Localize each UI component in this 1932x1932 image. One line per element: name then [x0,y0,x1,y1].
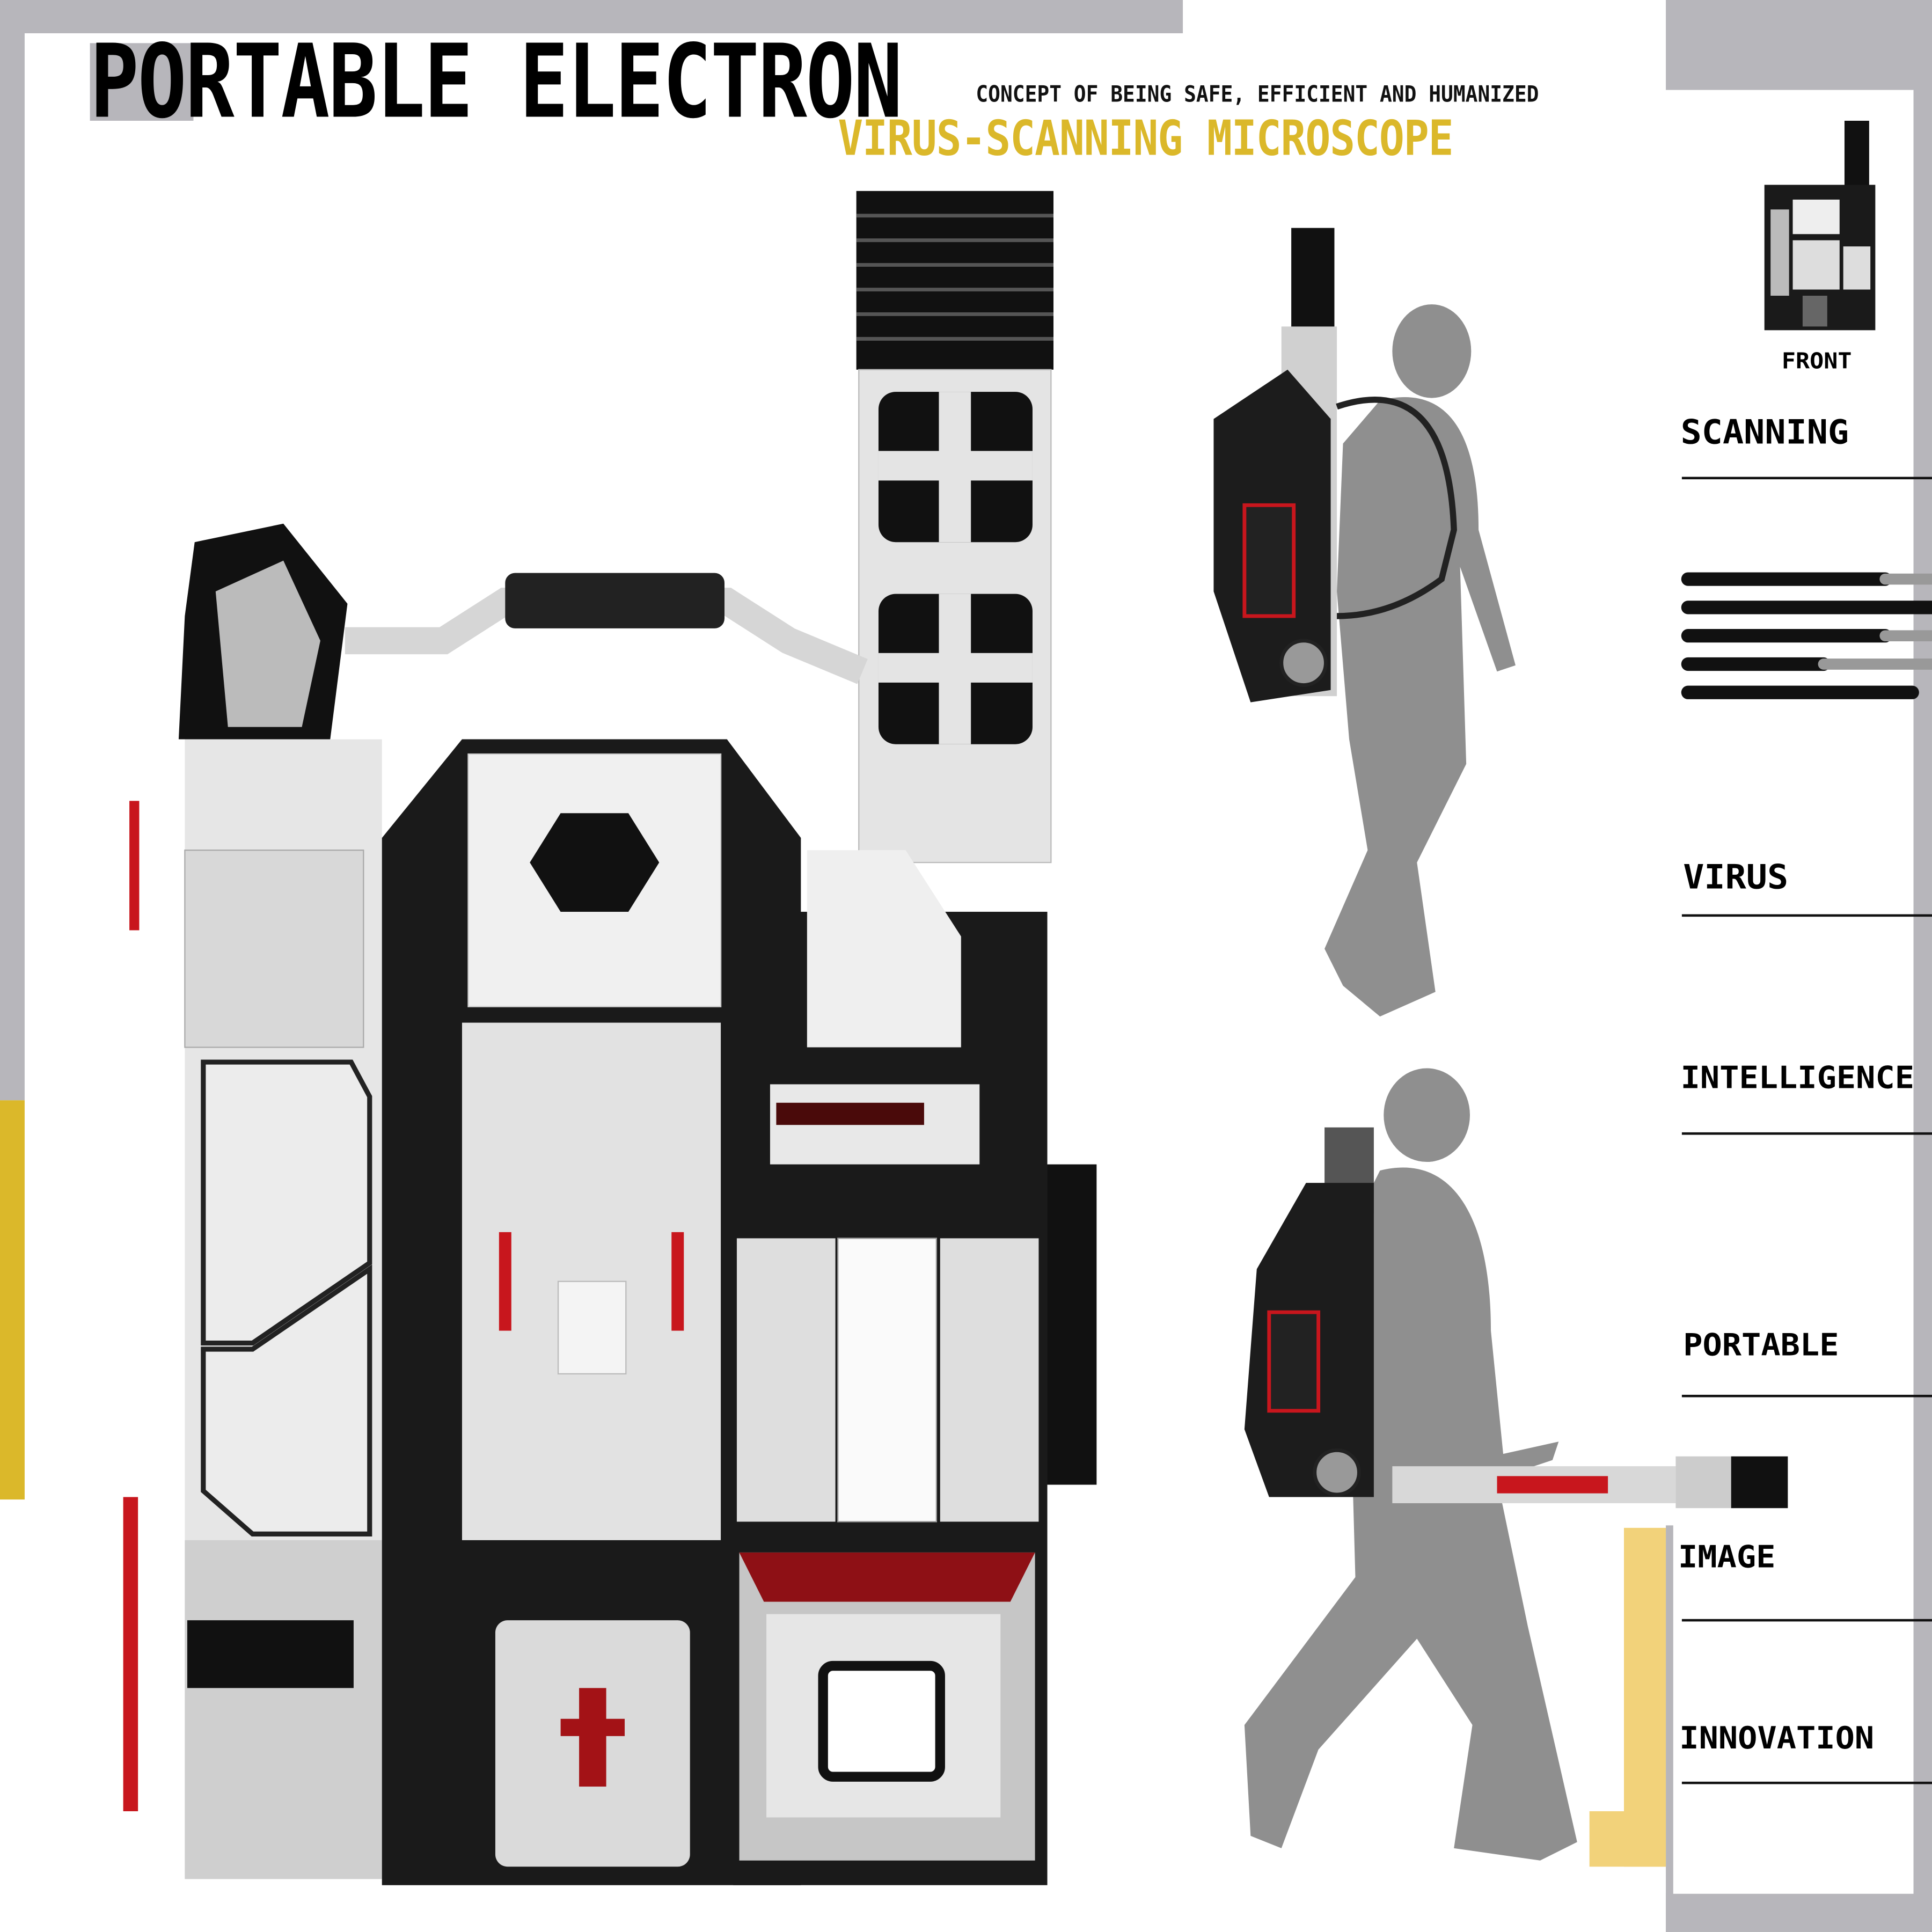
divider [1681,1781,1932,1784]
divider [1681,1132,1932,1135]
keyword-intelligence: INTELLIGENCE [1680,1059,1915,1096]
scanner-tube [856,191,1053,863]
right-frame-bottom [1666,1893,1932,1932]
front-caption: FRONT [1781,348,1852,375]
person-silhouette-standing [1324,304,1516,1017]
divider [1681,477,1932,480]
divider [1681,1394,1932,1397]
left-frame-bar [0,0,25,1101]
divider [1681,1619,1932,1622]
right-frame-strip [1913,0,1932,1932]
top-frame-bar [0,0,1183,33]
yellow-corner-vertical [1623,1527,1666,1867]
page-title: PORTABLE ELECTRON [90,23,903,142]
scanning-cables [1681,572,1932,699]
keyword-image: IMAGE [1678,1539,1776,1575]
backpack-handheld-view [1244,1127,1788,1509]
subtitle: CONCEPT OF BEING SAFE, EFFICIENT AND HUM… [976,81,1539,107]
yellow-corner-horizontal [1589,1811,1666,1867]
right-frame-top [1666,0,1932,90]
sensor-head [178,523,348,740]
right-frame-left-strip [1666,1525,1673,1932]
keyword-scanning: SCANNING [1680,414,1849,452]
carry-handle [345,573,868,684]
keyword-portable: PORTABLE [1683,1327,1839,1363]
title-highlight [90,43,194,121]
person-silhouette-walking [1244,1068,1577,1861]
left-yellow-bar [0,1100,25,1500]
keyword-innovation: INNOVATION [1679,1720,1875,1756]
main-body [123,739,1097,1885]
divider [1681,914,1932,917]
product-name: VIRUS-SCANNING MICROSCOPE [838,111,1453,168]
front-thumbnail [1764,120,1876,331]
keyword-virus: VIRUS [1683,859,1789,897]
backpack-side-view [1213,228,1457,702]
